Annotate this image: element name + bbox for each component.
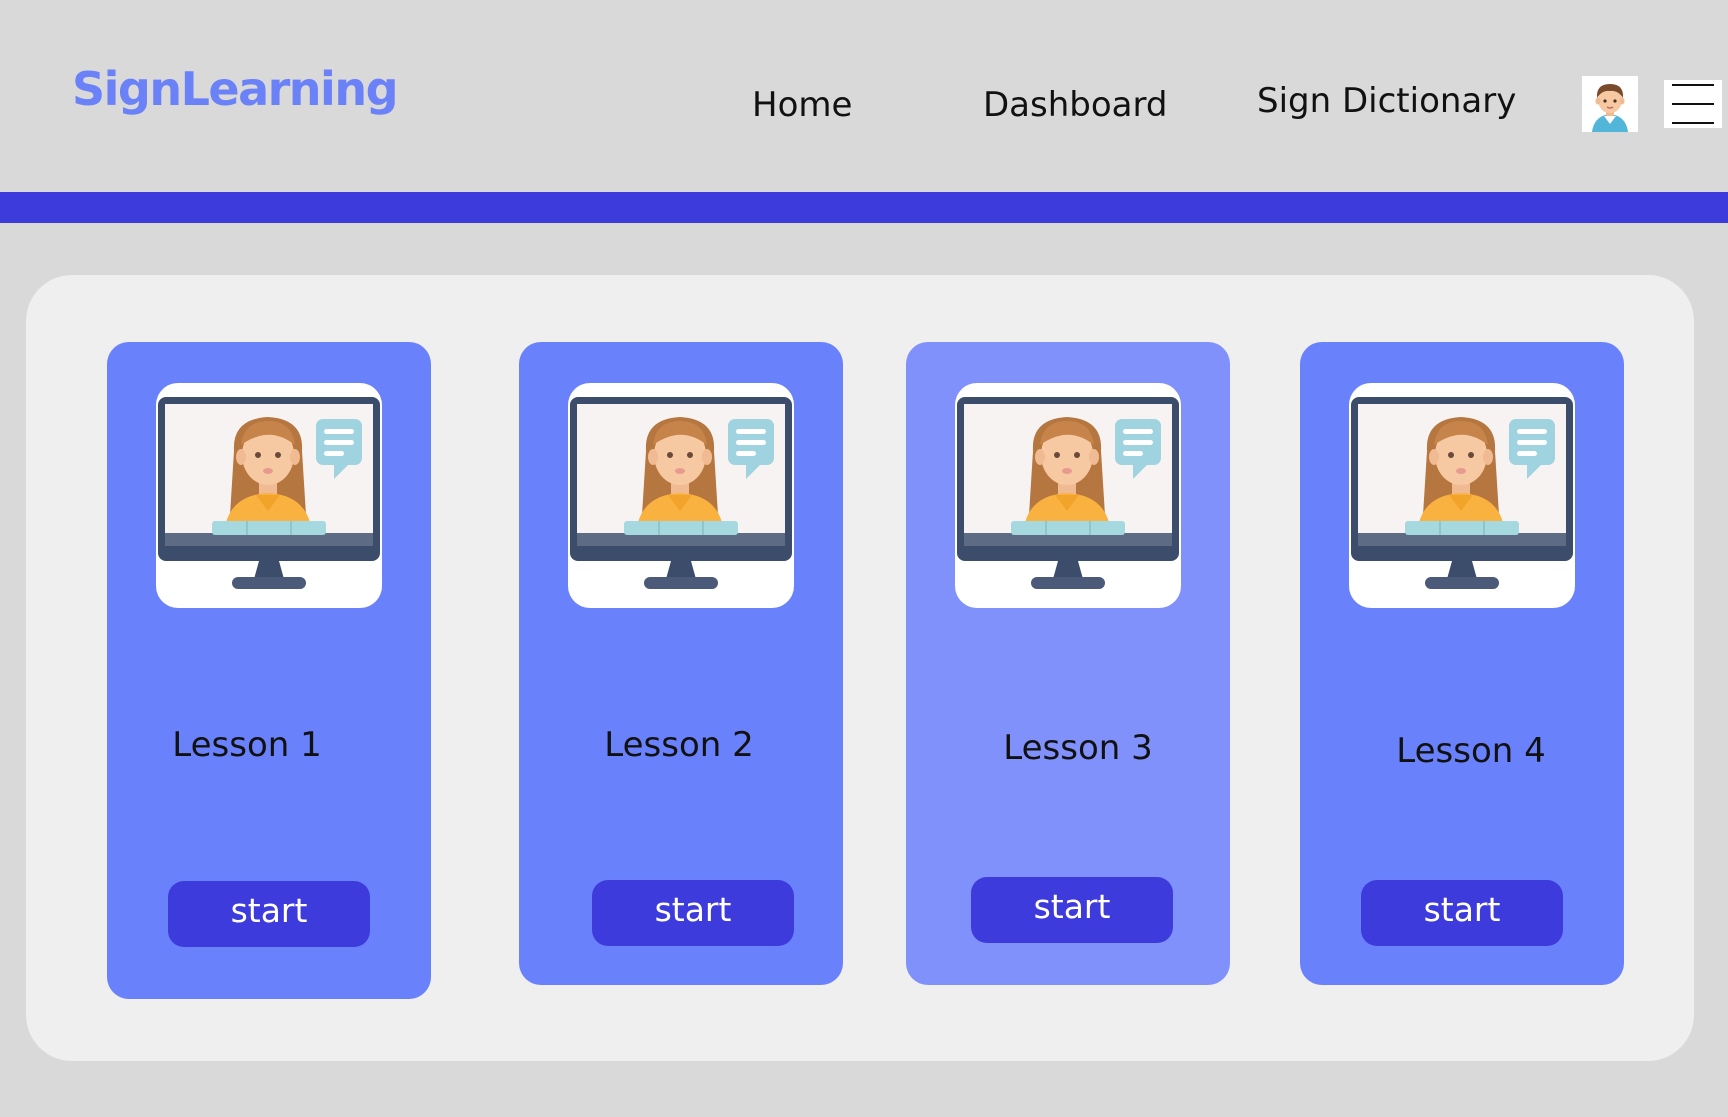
video-lesson-monitor-icon (1349, 383, 1575, 608)
lesson-card[interactable]: Lesson 3 start (906, 342, 1230, 985)
lesson-title: Lesson 4 (1396, 731, 1546, 771)
nav-sign-dictionary[interactable]: Sign Dictionary (1257, 81, 1517, 121)
lesson-title: Lesson 2 (604, 725, 754, 765)
video-lesson-monitor-icon (955, 383, 1181, 608)
lesson-title: Lesson 1 (172, 725, 322, 765)
site-logo[interactable]: SignLearning (72, 62, 399, 116)
nav-dashboard[interactable]: Dashboard (983, 85, 1168, 125)
video-lesson-monitor-icon (568, 383, 794, 608)
lesson-card[interactable]: Lesson 4 start (1300, 342, 1624, 985)
lesson-title: Lesson 3 (1003, 728, 1153, 768)
start-button[interactable]: start (592, 880, 794, 946)
hamburger-menu-icon[interactable] (1664, 80, 1722, 128)
lesson-card[interactable]: Lesson 1 start (107, 342, 431, 999)
start-button[interactable]: start (168, 881, 370, 947)
nav-home[interactable]: Home (752, 85, 853, 125)
start-button[interactable]: start (971, 877, 1173, 943)
start-button[interactable]: start (1361, 880, 1563, 946)
video-lesson-monitor-icon (156, 383, 382, 608)
header-accent-bar (0, 192, 1728, 223)
user-avatar-icon[interactable] (1582, 76, 1638, 132)
lesson-card[interactable]: Lesson 2 start (519, 342, 843, 985)
